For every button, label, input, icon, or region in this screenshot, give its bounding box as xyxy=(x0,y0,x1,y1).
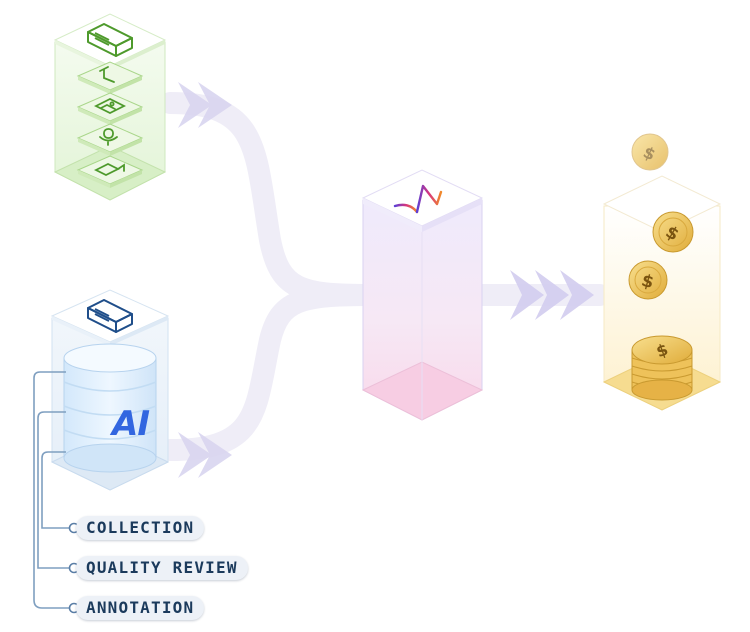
ai-badge: AI xyxy=(112,404,150,444)
text-icon xyxy=(99,66,115,83)
modality-tile xyxy=(76,155,144,188)
hub-box xyxy=(361,169,484,421)
building-icon xyxy=(87,23,133,57)
service-annotation: ANNOTATION xyxy=(76,596,205,620)
coin-icon: $ xyxy=(631,133,669,171)
service-quality-review: QUALITY REVIEW xyxy=(76,556,248,580)
brand-logo-icon xyxy=(393,184,443,214)
coin-icon: $ xyxy=(628,260,668,300)
database-icon xyxy=(63,343,157,473)
svg-text:$: $ xyxy=(639,271,656,293)
arrow-icon xyxy=(178,432,232,478)
image-icon xyxy=(93,97,127,115)
arrow-icon xyxy=(178,82,232,128)
building-icon xyxy=(87,299,133,333)
coin-icon: $ xyxy=(652,211,694,253)
coins-icon: $ xyxy=(631,335,693,401)
service-bracket xyxy=(33,371,70,609)
service-collection: COLLECTION xyxy=(76,516,205,540)
modality-tile xyxy=(76,61,144,94)
arrow-icon xyxy=(510,270,594,320)
audio-icon xyxy=(99,128,118,146)
video-icon xyxy=(93,162,125,177)
